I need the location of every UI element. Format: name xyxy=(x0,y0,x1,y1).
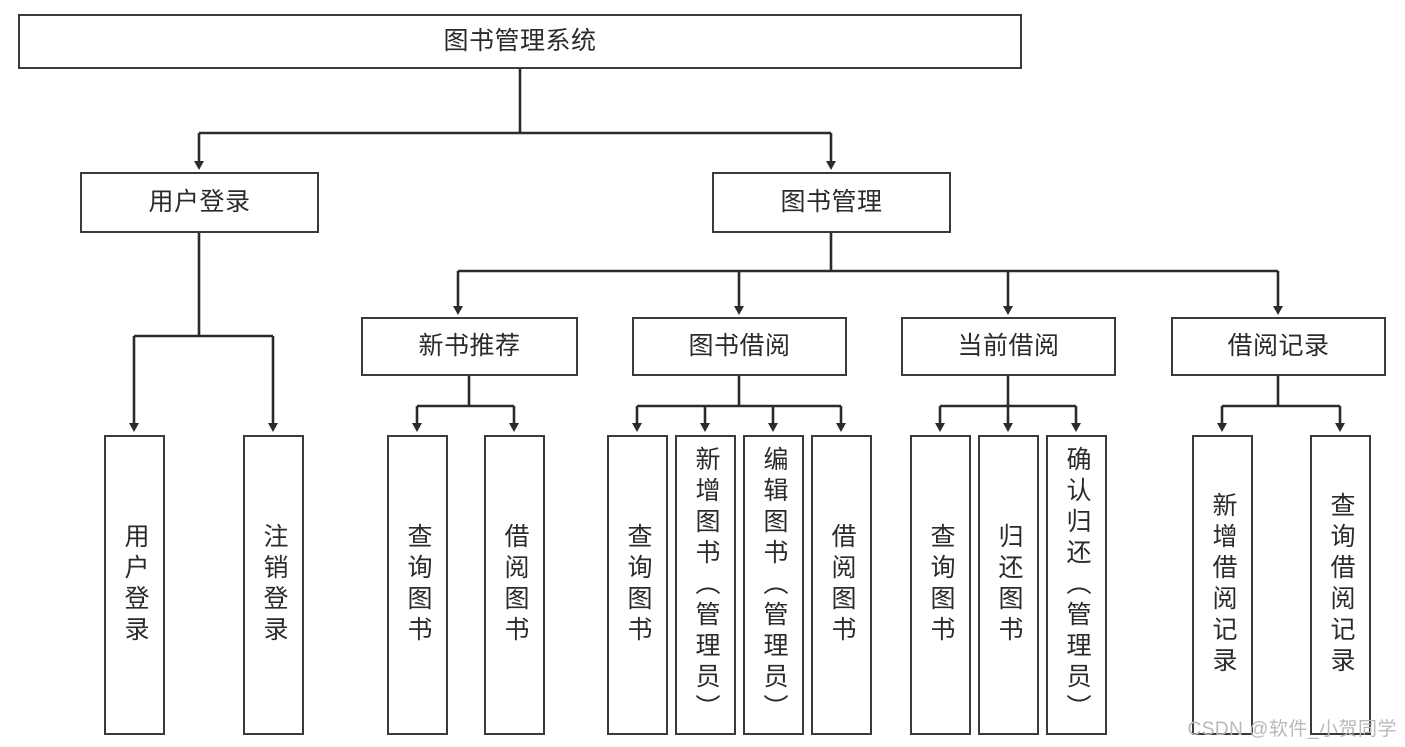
node-label: 图书管理 xyxy=(780,187,883,216)
node-label: 用户登录 xyxy=(148,187,251,216)
leaf-borrow-book-recommend[interactable]: 借阅图书 xyxy=(484,435,545,735)
node-label: 新增借阅记录 xyxy=(1209,492,1237,678)
node-label: 查询图书 xyxy=(404,523,432,647)
leaf-add-book-admin[interactable]: 新增图书（管理员） xyxy=(675,435,736,735)
node-label: 借阅记录 xyxy=(1227,331,1330,360)
node-label: 新书推荐 xyxy=(418,331,521,360)
node-label: 图书借阅 xyxy=(688,331,791,360)
leaf-query-book-borrow[interactable]: 查询图书 xyxy=(607,435,668,735)
node-label: 编辑图书（管理员） xyxy=(760,445,788,725)
node-label: 借阅图书 xyxy=(501,523,529,647)
node-label: 用户登录 xyxy=(121,523,149,647)
node-label: 查询借阅记录 xyxy=(1327,492,1355,678)
node-current-borrow[interactable]: 当前借阅 xyxy=(901,317,1116,376)
node-book-borrow[interactable]: 图书借阅 xyxy=(632,317,847,376)
node-label: 当前借阅 xyxy=(957,331,1060,360)
leaf-add-borrow-record[interactable]: 新增借阅记录 xyxy=(1192,435,1253,735)
node-borrow-records[interactable]: 借阅记录 xyxy=(1171,317,1386,376)
node-label: 注销登录 xyxy=(260,523,288,647)
leaf-query-book-recommend[interactable]: 查询图书 xyxy=(387,435,448,735)
leaf-query-book-current[interactable]: 查询图书 xyxy=(910,435,971,735)
watermark-text: CSDN @软件_小贺同学 xyxy=(1187,719,1397,740)
node-label: 确认归还（管理员） xyxy=(1063,445,1091,725)
node-label: 查询图书 xyxy=(624,523,652,647)
leaf-user-login[interactable]: 用户登录 xyxy=(104,435,165,735)
node-label: 查询图书 xyxy=(927,523,955,647)
node-label: 归还图书 xyxy=(995,523,1023,647)
node-new-book-recommend[interactable]: 新书推荐 xyxy=(361,317,578,376)
node-label: 图书管理系统 xyxy=(443,26,597,55)
leaf-query-borrow-record[interactable]: 查询借阅记录 xyxy=(1310,435,1371,735)
leaf-confirm-return-admin[interactable]: 确认归还（管理员） xyxy=(1046,435,1107,735)
node-user-login[interactable]: 用户登录 xyxy=(80,172,319,233)
leaf-return-book[interactable]: 归还图书 xyxy=(978,435,1039,735)
node-root-system[interactable]: 图书管理系统 xyxy=(18,14,1022,69)
leaf-logout[interactable]: 注销登录 xyxy=(243,435,304,735)
node-label: 借阅图书 xyxy=(828,523,856,647)
leaf-borrow-book[interactable]: 借阅图书 xyxy=(811,435,872,735)
node-book-management[interactable]: 图书管理 xyxy=(712,172,951,233)
node-label: 新增图书（管理员） xyxy=(692,445,720,725)
leaf-edit-book-admin[interactable]: 编辑图书（管理员） xyxy=(743,435,804,735)
